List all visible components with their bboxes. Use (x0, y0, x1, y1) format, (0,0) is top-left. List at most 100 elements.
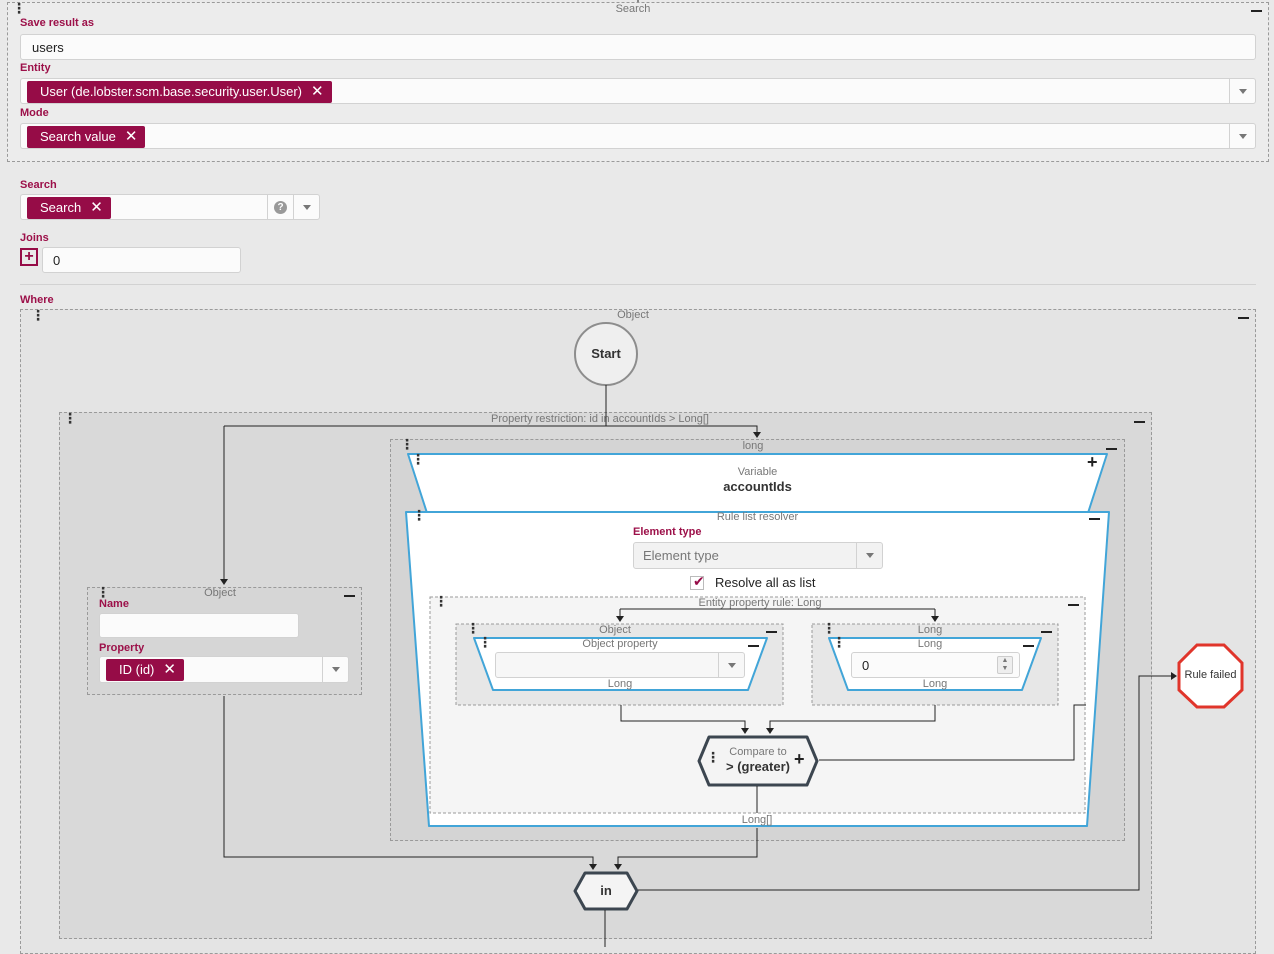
long-drag-handle[interactable]: ⋮ (400, 436, 414, 452)
joins-value: 0 (53, 253, 61, 268)
object-collapse-button[interactable] (1238, 317, 1249, 319)
compare-value[interactable]: > (greater) (726, 759, 790, 774)
property-restriction-drag-handle[interactable]: ⋮ (63, 410, 77, 426)
entity-tag-label: User (de.lobster.scm.base.security.user.… (40, 84, 303, 99)
entity-tag[interactable]: User (de.lobster.scm.base.security.user.… (27, 81, 332, 103)
compare-add-button[interactable]: + (794, 749, 805, 769)
search-tag-label: Search (40, 200, 82, 215)
resolve-all-label: Resolve all as list (715, 575, 816, 590)
save-result-value: users (32, 40, 64, 55)
inner-object-caption: Object (599, 624, 631, 636)
object-drag-handle[interactable]: ⋮ (31, 307, 45, 323)
long-value-collapse-button[interactable] (1023, 645, 1034, 647)
chevron-down-icon (865, 553, 874, 558)
long-collapse-button[interactable] (1106, 448, 1117, 450)
in-node[interactable]: in (600, 883, 612, 898)
entity-property-rule-collapse-button[interactable] (1068, 604, 1079, 606)
long-container-caption: long (742, 440, 764, 452)
entity-property-rule-caption: Entity property rule: Long (698, 597, 822, 609)
resolve-all-checkbox[interactable]: ✔ (690, 573, 705, 590)
long-value-input[interactable]: 0 ▲▼ (851, 652, 1020, 678)
divider (20, 284, 1256, 285)
joins-input[interactable]: 0 (42, 247, 241, 273)
resolver-drag-handle[interactable]: ⋮ (412, 507, 426, 523)
entity-select[interactable]: User (de.lobster.scm.base.security.user.… (20, 78, 1256, 104)
checkmark-icon: ✔ (693, 573, 705, 589)
element-type-select[interactable]: Element type (633, 542, 883, 569)
resolver-output-type: Long[] (741, 814, 773, 826)
mode-dropdown-button[interactable] (1229, 124, 1255, 148)
object-property-dropdown-button[interactable] (718, 653, 744, 677)
rule-failed-node[interactable]: Rule failed (1184, 669, 1237, 681)
number-stepper-icon[interactable]: ▲▼ (997, 656, 1013, 674)
chevron-down-icon (331, 667, 340, 672)
property-tag-label: ID (id) (119, 662, 155, 677)
mode-tag-label: Search value (40, 129, 116, 144)
element-type-placeholder: Element type (643, 548, 719, 563)
property-label: Property (99, 642, 145, 654)
save-result-input[interactable]: users (20, 34, 1256, 60)
entity-property-rule-drag-handle[interactable]: ⋮ (434, 593, 448, 609)
mode-label: Mode (20, 107, 49, 119)
long-value-type: Long (922, 678, 948, 690)
search-panel-drag-handle[interactable]: ⋮ (12, 1, 26, 15)
inner-long-drag-handle[interactable]: ⋮ (822, 620, 836, 636)
object-container-caption: Object (617, 309, 649, 321)
property-select[interactable]: ID (id) ✕ (99, 656, 349, 683)
property-dropdown-button[interactable] (322, 657, 348, 682)
add-join-button[interactable]: + (20, 248, 38, 266)
joins-label: Joins (20, 232, 49, 244)
variable-drag-handle[interactable]: ⋮ (411, 451, 425, 467)
search-label: Search (20, 179, 57, 191)
element-type-dropdown-button[interactable] (856, 543, 882, 568)
remove-property-icon[interactable]: ✕ (163, 661, 176, 678)
left-object-drag-handle[interactable]: ⋮ (96, 584, 110, 600)
left-object-caption: Object (204, 587, 236, 599)
search-panel-collapse-button[interactable] (1251, 10, 1262, 12)
variable-name: accountIds (723, 479, 792, 494)
property-tag[interactable]: ID (id) ✕ (106, 659, 184, 681)
entity-label: Entity (20, 62, 51, 74)
remove-entity-icon[interactable]: ✕ (311, 83, 324, 100)
mode-select[interactable]: Search value ✕ (20, 123, 1256, 149)
long-container (390, 439, 1125, 841)
inner-object-drag-handle[interactable]: ⋮ (466, 620, 480, 636)
search-help-button[interactable]: ? (267, 195, 293, 219)
long-value-caption: Long (917, 638, 943, 650)
property-restriction-caption: Property restriction: id in accountIds >… (491, 413, 709, 425)
search-tag[interactable]: Search ✕ (27, 197, 111, 219)
inner-object-collapse-button[interactable] (766, 631, 777, 633)
variable-expand-button[interactable]: + (1087, 452, 1098, 472)
object-property-type: Long (607, 678, 633, 690)
compare-caption: Compare to (729, 746, 787, 758)
remove-search-icon[interactable]: ✕ (90, 199, 103, 216)
element-type-label: Element type (633, 526, 702, 538)
chevron-down-icon (727, 662, 736, 668)
help-icon: ? (274, 200, 287, 214)
name-input[interactable] (99, 613, 299, 638)
resolver-caption: Rule list resolver (716, 511, 799, 523)
remove-mode-icon[interactable]: ✕ (124, 128, 138, 145)
resolver-collapse-button[interactable] (1089, 518, 1100, 520)
inner-long-collapse-button[interactable] (1041, 631, 1052, 633)
chevron-down-icon (1238, 88, 1247, 94)
search-select[interactable]: Search ✕ ? (20, 194, 320, 220)
inner-long-caption: Long (917, 624, 943, 636)
entity-dropdown-button[interactable] (1229, 79, 1255, 103)
search-panel-caption: Search (615, 3, 651, 15)
save-result-label: Save result as (20, 17, 94, 29)
search-dropdown-button[interactable] (293, 195, 319, 219)
where-label: Where (20, 294, 54, 306)
name-label: Name (99, 598, 129, 610)
long-value-drag-handle[interactable]: ⋮ (832, 634, 846, 650)
mode-tag[interactable]: Search value ✕ (27, 126, 146, 148)
property-restriction-collapse-button[interactable] (1134, 421, 1145, 423)
chevron-down-icon (302, 204, 311, 210)
object-property-collapse-button[interactable] (748, 645, 759, 647)
object-property-select[interactable] (495, 652, 745, 678)
object-property-caption: Object property (582, 638, 658, 650)
object-property-drag-handle[interactable]: ⋮ (478, 634, 492, 650)
left-object-collapse-button[interactable] (344, 595, 355, 597)
start-node[interactable]: Start (591, 346, 621, 361)
long-value: 0 (862, 658, 870, 673)
